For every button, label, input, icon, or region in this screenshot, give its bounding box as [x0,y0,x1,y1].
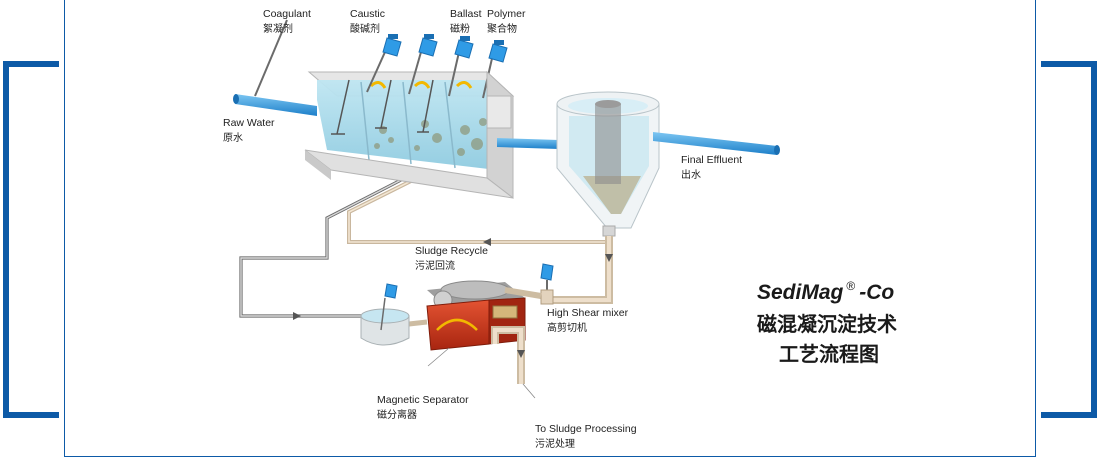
sludge-recycle-label-zh: 污泥回流 [415,259,455,272]
dosing-valve-icon [384,283,398,299]
flow-arrow-icon [517,350,525,358]
diagram-panel: Coagulant 絮凝剂 Caustic 酸碱剂 Ballast 磁粉 Pol… [64,0,1036,457]
final-effluent-label: Final Effluent [681,154,742,166]
process-flow-diagram: Coagulant 絮凝剂 Caustic 酸碱剂 Ballast 磁粉 Pol… [223,8,897,450]
sludge-underflow-pipe [549,236,613,304]
title-line-3: 工艺流程图 [779,342,879,366]
clarifier-tank [556,91,660,237]
dosing-valve-icon [488,40,508,63]
registered-mark: ® [846,279,855,293]
brand-suffix: -Co [859,281,894,304]
frame-right-bracket [1041,61,1097,418]
ballast-return-line [408,319,428,327]
high-shear-mixer-label-zh: 高剪切机 [547,321,587,334]
coagulant-label-zh: 絮凝剂 [263,22,293,35]
mixing-arrow-icon [369,81,473,89]
flow-arrow-icon [605,254,613,262]
mixing-tank [304,51,515,200]
high-shear-mixer-label: High Shear mixer [547,307,629,319]
sludge-recycle-line [347,178,613,278]
sludge-processing-label-zh: 污泥处理 [535,437,575,450]
final-effluent-label-zh: 出水 [681,168,701,181]
frame-left-bracket [3,61,59,418]
raw-water-pipe [233,94,317,116]
sludge-recycle-label: Sludge Recycle [415,245,488,257]
recycle-line-return [239,176,406,320]
flow-arrow-icon [293,312,301,320]
caustic-label-zh: 酸碱剂 [350,22,380,35]
coagulant-label: Coagulant [263,8,311,20]
flow-arrow-icon [483,238,491,246]
magnetic-separator-label-zh: 磁分离器 [377,408,417,421]
caustic-label: Caustic [350,8,385,20]
high-shear-mixer-icon [540,263,554,305]
brand-name: SediMag [757,281,844,304]
ballast-tank [360,283,410,346]
sludge-processing-pipe [491,326,525,384]
ballast-label-zh: 磁粉 [450,22,470,35]
title-line-2: 磁混凝沉淀技术 [757,312,897,336]
raw-water-label-zh: 原水 [223,132,243,144]
coagulant-feed-line [254,19,288,97]
polymer-dosing-valve-icon [454,36,474,59]
caustic-dosing-valve-icon [382,34,402,57]
magnetic-separator-label: Magnetic Separator [377,394,469,406]
sludge-processing-label: To Sludge Processing [535,423,637,435]
final-effluent-pipe [653,132,780,155]
polymer-label-zh: 聚合物 [487,22,517,35]
brand-title: SediMag® -Co [757,279,894,304]
polymer-label: Polymer [487,8,526,20]
ballast-label: Ballast [450,8,482,20]
magnetic-separator [426,280,542,351]
raw-water-label: Raw Water [223,117,275,129]
title-block: SediMag® -Co 磁混凝沉淀技术 工艺流程图 [757,279,897,366]
transfer-pipe [497,138,559,149]
mixer-icon [331,79,434,135]
ballast-dosing-valve-icon [418,34,438,57]
rotation-arrow-icon [436,318,478,331]
